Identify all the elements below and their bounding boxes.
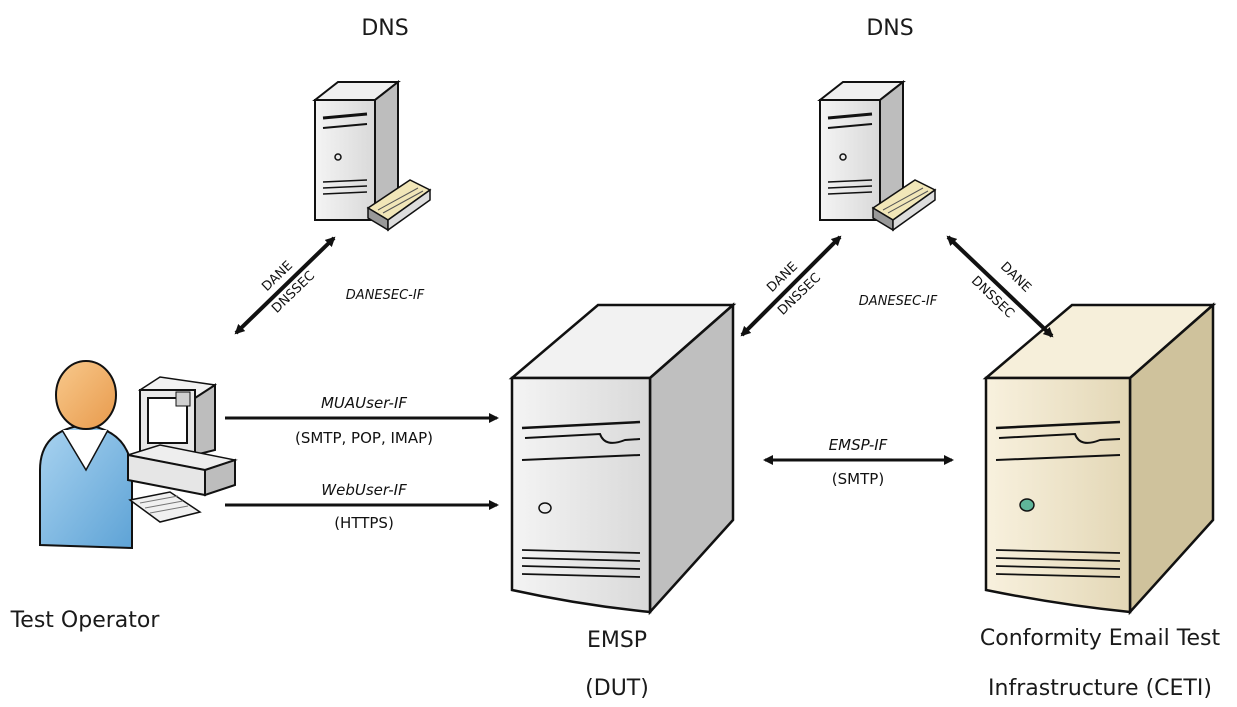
mua-user-if-label: MUAUser-IF: [321, 394, 407, 412]
emsp-label: EMSP: [587, 628, 647, 653]
dns-server-right-icon: [817, 79, 937, 232]
ceti-label-line2: Infrastructure (CETI): [988, 676, 1212, 701]
web-protocols-label: (HTTPS): [334, 514, 394, 532]
dns-right-label: DNS: [866, 16, 913, 41]
mua-protocols-label: (SMTP, POP, IMAP): [295, 429, 433, 447]
danesec-if-left-label: DANESEC-IF: [346, 288, 425, 303]
dns-left-label: DNS: [361, 16, 408, 41]
ceti-label-line1: Conformity Email Test: [980, 626, 1221, 651]
web-user-if-label: WebUser-IF: [321, 481, 407, 499]
test-operator-label: Test Operator: [10, 608, 161, 633]
danesec-if-mid-label: DANESEC-IF: [859, 294, 938, 309]
test-operator-icon: [39, 360, 238, 550]
dane-mid-arrow: [740, 235, 842, 337]
emsp-server-icon: [508, 302, 737, 616]
dane-right-arrow: [946, 235, 1054, 338]
ceti-server-icon: [982, 302, 1217, 616]
dane-left-arrow: [234, 236, 336, 335]
emsp-if-protocols-label: (SMTP): [832, 470, 884, 488]
emsp-if-label: EMSP-IF: [829, 436, 888, 454]
emsp-dut-label: (DUT): [585, 676, 649, 701]
dns-server-left-icon: [312, 79, 432, 232]
